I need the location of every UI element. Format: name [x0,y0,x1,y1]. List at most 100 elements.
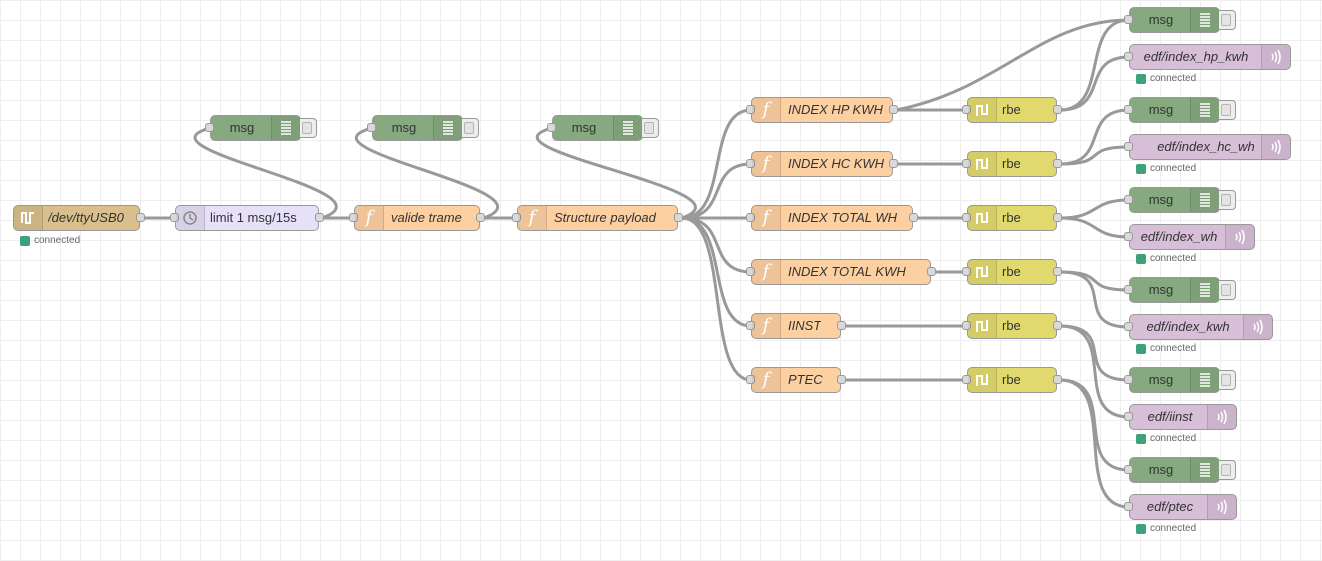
input-port[interactable] [1124,15,1133,24]
function-icon: f [355,206,384,230]
input-port[interactable] [1124,232,1133,241]
output-port[interactable] [1053,321,1062,330]
function-node-index-total-kwh[interactable]: f INDEX TOTAL KWH [746,259,936,285]
output-port[interactable] [1053,213,1062,222]
mqtt-out-node[interactable]: edf/index_wh [1124,224,1255,250]
debug-toggle-button[interactable] [462,118,479,138]
input-port[interactable] [962,159,971,168]
mqtt-out-node[interactable]: edf/iinst [1124,404,1237,430]
input-port[interactable] [1124,142,1133,151]
status-text: connected [1150,343,1197,354]
status-dot [1136,74,1146,84]
output-port[interactable] [837,375,846,384]
debug-toggle-button[interactable] [300,118,317,138]
mqtt-out-node[interactable]: edf/index_hp_kwh [1124,44,1291,70]
input-port[interactable] [1124,412,1133,421]
input-port[interactable] [746,321,755,330]
input-port[interactable] [367,123,376,132]
input-port[interactable] [962,375,971,384]
function-node-iinst[interactable]: f IINST [746,313,846,339]
input-port[interactable] [746,159,755,168]
input-port[interactable] [547,123,556,132]
function-node-ptec[interactable]: f PTEC [746,367,846,393]
input-port[interactable] [1124,502,1133,511]
rbe-node[interactable]: rbe [962,97,1062,123]
input-port[interactable] [205,123,214,132]
mqtt-out-node[interactable]: edf/ptec [1124,494,1237,520]
input-port[interactable] [962,267,971,276]
wire [1059,18,1130,112]
function-node-index-total-wh[interactable]: f INDEX TOTAL WH [746,205,918,231]
input-port[interactable] [962,321,971,330]
input-port[interactable] [962,105,971,114]
input-port[interactable] [349,213,358,222]
debug-node[interactable]: msg [547,115,659,141]
debug-node[interactable]: msg [1124,367,1236,393]
list-lines-icon [1190,278,1219,302]
debug-toggle-button[interactable] [1219,10,1236,30]
input-port[interactable] [512,213,521,222]
debug-toggle-button[interactable] [1219,280,1236,300]
output-port[interactable] [837,321,846,330]
delay-node[interactable]: limit 1 msg/15s [170,205,324,231]
output-port[interactable] [909,213,918,222]
output-port[interactable] [927,267,936,276]
output-port[interactable] [136,213,145,222]
output-port[interactable] [674,213,683,222]
input-port[interactable] [746,213,755,222]
debug-node[interactable]: msg [1124,187,1236,213]
node-label: valide trame [391,210,462,225]
output-port[interactable] [476,213,485,222]
output-port[interactable] [315,213,324,222]
rbe-node[interactable]: rbe [962,205,1062,231]
input-port[interactable] [1124,52,1133,61]
input-port[interactable] [746,375,755,384]
broadcast-waves-icon [1207,495,1236,519]
debug-toggle-button[interactable] [642,118,659,138]
debug-toggle-button[interactable] [1219,100,1236,120]
input-port[interactable] [1124,375,1133,384]
node-label: msg [1148,12,1174,27]
function-node-index-hc-kwh[interactable]: f INDEX HC KWH [746,151,898,177]
rbe-node[interactable]: rbe [962,367,1062,393]
mqtt-out-node[interactable]: edf/index_hc_wh [1124,134,1291,160]
function-node-index-hp-kwh[interactable]: f INDEX HP KWH [746,97,898,123]
output-port[interactable] [1053,267,1062,276]
output-port[interactable] [889,159,898,168]
rbe-node[interactable]: rbe [962,151,1062,177]
debug-node[interactable]: msg [1124,7,1236,33]
debug-node[interactable]: msg [367,115,479,141]
output-port[interactable] [1053,105,1062,114]
input-port[interactable] [1124,322,1133,331]
input-port[interactable] [1124,465,1133,474]
debug-node[interactable]: msg [1124,457,1236,483]
debug-toggle-button[interactable] [1219,370,1236,390]
rbe-node[interactable]: rbe [962,313,1062,339]
input-port[interactable] [962,213,971,222]
debug-node[interactable]: msg [1124,97,1236,123]
debug-node[interactable]: msg [205,115,317,141]
input-port[interactable] [170,213,179,222]
node-label: /dev/ttyUSB0 [48,210,124,225]
input-port[interactable] [1124,195,1133,204]
function-node-valide-trame[interactable]: f valide trame [349,205,485,231]
input-port[interactable] [1124,105,1133,114]
node-label: edf/index_kwh [1146,319,1230,334]
output-port[interactable] [889,105,898,114]
output-port[interactable] [1053,159,1062,168]
list-lines-icon [271,116,300,140]
debug-toggle-button[interactable] [1219,190,1236,210]
debug-toggle-button[interactable] [1219,460,1236,480]
broadcast-waves-icon [1243,315,1272,339]
debug-node[interactable]: msg [1124,277,1236,303]
input-port[interactable] [746,105,755,114]
input-port[interactable] [1124,285,1133,294]
rbe-node[interactable]: rbe [962,259,1062,285]
output-port[interactable] [1053,375,1062,384]
input-port[interactable] [746,267,755,276]
serial-in-node[interactable]: /dev/ttyUSB0 [13,205,145,231]
function-node-structure-payload[interactable]: f Structure payload [512,205,683,231]
mqtt-out-node[interactable]: edf/index_kwh [1124,314,1273,340]
